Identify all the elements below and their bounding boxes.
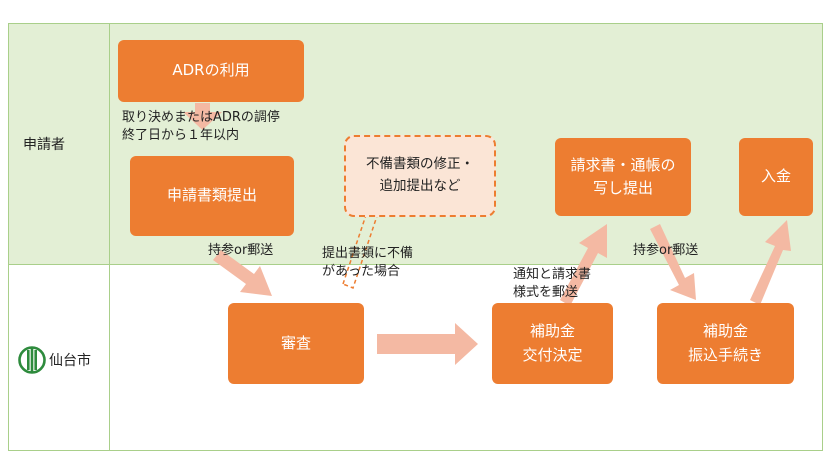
sendai-city-emblem-icon [18,346,46,374]
box-review: 審査 [228,303,364,384]
note-deadline: 取り決めまたはADRの調停 終了日から１年以内 [122,109,280,145]
box-invoice-line-1: 請求書・通帳の [570,155,676,174]
lane-label-applicant: 申請者 [23,137,65,153]
box-correction: 不備書類の修正・ 追加提出など [344,135,496,217]
note-notify: 通知と請求書 様式を郵送 [513,266,591,302]
box-correction-line-1: 不備書類の修正・ [366,156,474,173]
arrow-transfer-to-payment [750,220,791,305]
arrow-adr-to-application [183,103,222,130]
box-payment: 入金 [739,138,813,216]
arrow-decision-to-invoice [560,224,607,306]
lane-divider [109,265,110,450]
note-deficiency-line-2: があった場合 [322,264,401,280]
box-transfer: 補助金 振込手続き [657,303,794,384]
box-correction-line-2: 追加提出など [379,178,461,194]
note-notify-line-1: 通知と請求書 [513,267,592,282]
box-grant-decision: 補助金 交付決定 [492,303,613,384]
box-invoice: 請求書・通帳の 写し提出 [555,138,691,216]
lane-divider [109,24,110,264]
note-deficiency: 提出書類に不備 があった場合 [322,245,413,281]
arrow-application-to-review [213,250,272,296]
box-grant-decision-line-2: 交付決定 [522,345,583,364]
lane-label-city: 仙台市 [49,353,91,369]
box-grant-decision-line-1: 補助金 [529,322,575,341]
note-notify-line-2: 様式を郵送 [513,285,579,301]
box-application: 申請書類提出 [130,156,294,236]
box-adr: ADRの利用 [118,40,304,102]
note-submit-mail-2: 持参or郵送 [633,243,699,258]
box-transfer-line-2: 振込手続き [687,345,763,364]
note-deadline-line-1: 取り決めまたはADRの調停 [122,110,280,125]
note-submit-mail-1: 持参or郵送 [208,243,274,258]
note-deficiency-line-1: 提出書類に不備 [322,246,414,261]
arrow-review-to-decision [377,323,478,365]
arrow-invoice-to-transfer [650,224,696,300]
box-invoice-line-2: 写し提出 [592,179,653,197]
box-transfer-line-1: 補助金 [702,322,748,341]
note-deadline-line-2: 終了日から１年以内 [122,128,240,144]
